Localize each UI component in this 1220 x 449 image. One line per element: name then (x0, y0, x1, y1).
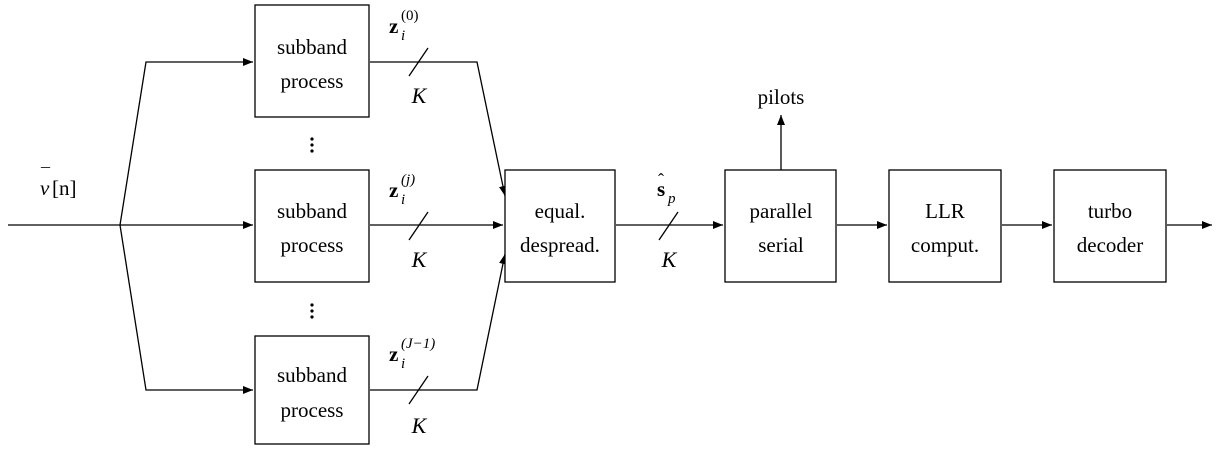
block-label: despread. (520, 233, 600, 257)
svg-text:z: z (389, 342, 398, 366)
block-label: equal. (535, 199, 586, 223)
block-label: process (281, 398, 344, 422)
bus-slash-bot (408, 375, 429, 405)
bus-width-label-sp: K (661, 247, 678, 272)
subband-process-block-mid: subband process (254, 169, 370, 283)
svg-text:ˆ: ˆ (658, 170, 664, 190)
fanout-top-wire (119, 58, 253, 226)
bus-slash-mid (408, 211, 429, 241)
block-label: process (281, 233, 344, 257)
svg-text:z: z (389, 178, 398, 202)
block-label: comput. (911, 233, 979, 257)
turbo-decoder-block: turbo decoder (1053, 169, 1167, 283)
bus-slash-top (408, 47, 429, 77)
svg-text:v: v (40, 176, 50, 200)
block-label: parallel (750, 199, 813, 223)
block-label: subband (277, 35, 347, 59)
svg-text:s: s (657, 177, 665, 201)
bus-width-label-bottom: K (411, 413, 428, 438)
block-label: serial (758, 233, 804, 257)
fanout-bot-wire (119, 224, 253, 394)
ellipsis-top (310, 137, 314, 153)
llr-computation-block: LLR comput. (888, 169, 1002, 283)
bus-width-label-mid: K (411, 247, 428, 272)
pilots-label: pilots (758, 85, 805, 109)
block-label: turbo (1088, 199, 1132, 223)
equalizer-despreader-block: equal. despread. (504, 169, 616, 283)
input-signal-label: v ¯ [n] (40, 165, 77, 200)
block-label: subband (277, 199, 347, 223)
svg-text:z: z (389, 14, 398, 38)
z-bottom-label: z i (J−1) (389, 336, 435, 372)
subband-process-block-bottom: subband process (254, 335, 370, 445)
z-top-label: z i (0) (389, 8, 419, 44)
svg-text:(J−1): (J−1) (401, 336, 435, 352)
svg-text:i: i (401, 356, 405, 372)
svg-text:i: i (401, 192, 405, 208)
bus-slash-sp (658, 211, 679, 241)
svg-text:(j): (j) (401, 172, 415, 188)
svg-text:¯: ¯ (40, 165, 51, 185)
z-mid-label: z i (j) (389, 172, 415, 208)
svg-text:[n]: [n] (52, 176, 77, 200)
subband-process-block-top: subband process (254, 4, 370, 118)
block-label: LLR (925, 199, 965, 223)
svg-text:(0): (0) (401, 8, 419, 24)
bus-width-label-top: K (411, 83, 428, 108)
block-label: subband (277, 363, 347, 387)
z-bot-wire (370, 253, 507, 391)
z-top-wire (370, 61, 507, 197)
parallel-serial-block: parallel serial (724, 169, 837, 283)
block-label: process (281, 69, 344, 93)
svg-text:p: p (667, 191, 676, 207)
ellipsis-bottom (310, 303, 314, 319)
svg-text:i: i (401, 28, 405, 44)
block-label: decoder (1077, 233, 1143, 257)
s-hat-label: s ˆ p (657, 170, 676, 207)
